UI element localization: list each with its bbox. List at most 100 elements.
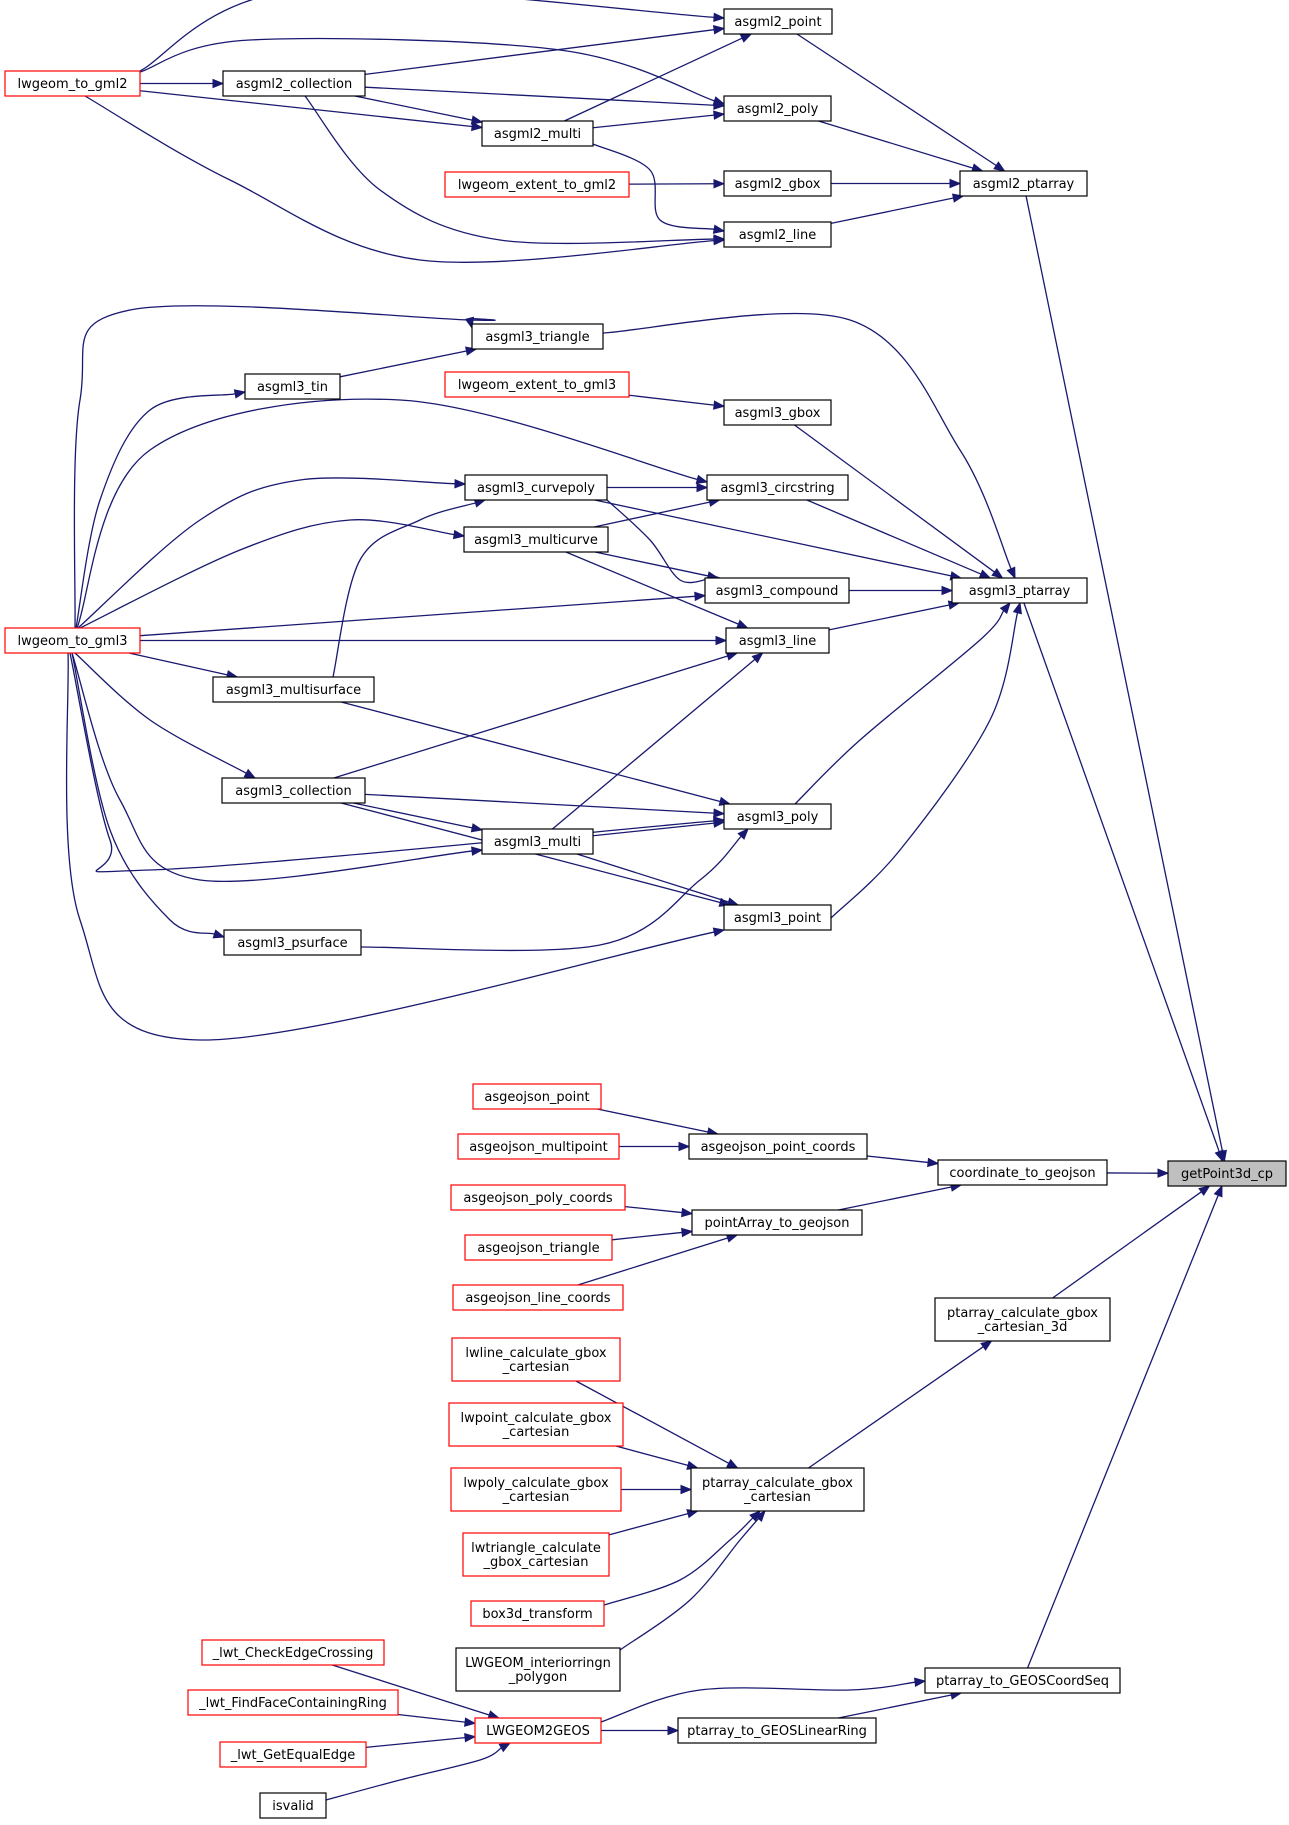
node-asgml2_gbox[interactable]: asgml2_gbox [723, 170, 832, 197]
node-asgml3_psurface[interactable]: asgml3_psurface [223, 929, 362, 956]
node-label: asgml2_gbox [735, 177, 821, 192]
arrowhead-icon [681, 1207, 694, 1218]
node-asgml3_line[interactable]: asgml3_line [725, 627, 830, 654]
node-LWGEOM_interiorringn_polygon[interactable]: LWGEOM_interiorringn_polygon [455, 1647, 621, 1692]
node-asgml3_collection[interactable]: asgml3_collection [221, 777, 366, 804]
node-asgml3_compound[interactable]: asgml3_compound [704, 577, 850, 604]
node-lwline_calculate_gbox_cartesian[interactable]: lwline_calculate_gbox_cartesian [451, 1337, 621, 1382]
node-box [450, 1467, 622, 1512]
node-pointArray_to_geojson[interactable]: pointArray_to_geojson [691, 1209, 863, 1236]
node-box [201, 1639, 385, 1666]
node-ptarray_to_GEOSCoordSeq[interactable]: ptarray_to_GEOSCoordSeq [924, 1667, 1121, 1694]
edge-asgeojson_point-to-asgeojson_point_coords [597, 1108, 720, 1137]
node-coordinate_to_geojson[interactable]: coordinate_to_geojson [937, 1159, 1108, 1186]
node-asgeojson_poly_coords[interactable]: asgeojson_poly_coords [450, 1184, 626, 1211]
arrowhead-icon [949, 178, 962, 189]
node-box3d_transform[interactable]: box3d_transform [470, 1600, 605, 1627]
node-label: asgeojson_poly_coords [463, 1191, 612, 1206]
arrowhead-icon [243, 768, 257, 779]
node-box [723, 95, 832, 122]
arrowhead-icon [736, 619, 749, 629]
node-getPoint3d_cp[interactable]: getPoint3d_cp [1167, 1160, 1287, 1187]
node-ptarray_calculate_gbox_cartesian_3d[interactable]: ptarray_calculate_gbox_cartesian_3d [934, 1297, 1111, 1342]
node-asgml3_point[interactable]: asgml3_point [723, 904, 832, 931]
node-asgml2_line[interactable]: asgml2_line [723, 221, 832, 248]
node-asgml3_poly[interactable]: asgml3_poly [723, 803, 832, 830]
node-asgml2_multi[interactable]: asgml2_multi [481, 120, 594, 147]
node-_lwt_GetEqualEdge[interactable]: _lwt_GetEqualEdge [219, 1741, 367, 1768]
edge-lwgeom_to_gml2-to-asgml2_collection [140, 78, 225, 89]
edge-asgml2_collection-to-asgml2_line [304, 95, 726, 245]
node-asgml3_gbox[interactable]: asgml3_gbox [723, 399, 832, 426]
node-label: asgml2_poly [737, 102, 819, 117]
node-label: asgml3_gbox [735, 406, 821, 421]
node-box [444, 171, 630, 198]
edge-line [1023, 602, 1220, 1152]
node-ptarray_to_GEOSLinearRing[interactable]: ptarray_to_GEOSLinearRing [677, 1717, 877, 1744]
node-_lwt_CheckEdgeCrossing[interactable]: _lwt_CheckEdgeCrossing [201, 1639, 385, 1666]
node-lwgeom_to_gml3[interactable]: lwgeom_to_gml3 [4, 627, 141, 654]
node-asgml2_ptarray[interactable]: asgml2_ptarray [959, 170, 1088, 197]
node-asgml3_triangle[interactable]: asgml3_triangle [471, 323, 604, 350]
edge-line [794, 610, 1005, 805]
arrowhead-icon [695, 474, 709, 484]
arrowhead-icon [927, 1157, 940, 1168]
edge-LWGEOM_interiorringn_polygon-to-ptarray_calculate_gbox_cartesian [619, 1509, 766, 1651]
edge-asgml3_poly-to-asgml3_ptarray [794, 601, 1011, 805]
node-asgml3_multisurface[interactable]: asgml3_multisurface [212, 676, 375, 703]
node-box [4, 627, 141, 654]
node-asgml2_collection[interactable]: asgml2_collection [222, 70, 366, 97]
node-label: lwline_calculate_gbox [465, 1346, 607, 1361]
node-label: lwgeom_extent_to_gml3 [458, 378, 616, 393]
edge-asgeojson_point_coords-to-coordinate_to_geojson [866, 1155, 940, 1168]
node-LWGEOM2GEOS[interactable]: LWGEOM2GEOS [474, 1717, 602, 1744]
arrowhead-icon [694, 591, 707, 602]
node-ptarray_calculate_gbox_cartesian[interactable]: ptarray_calculate_gbox_cartesian [690, 1467, 865, 1512]
edge-asgml3_gbox-to-asgml3_ptarray [794, 424, 1004, 579]
node-lwgeom_extent_to_gml2[interactable]: lwgeom_extent_to_gml2 [444, 171, 630, 198]
node-_lwt_FindFaceContainingRing[interactable]: _lwt_FindFaceContainingRing [187, 1689, 399, 1716]
arrowhead-icon [914, 1677, 927, 1687]
node-lwpoly_calculate_gbox_cartesian[interactable]: lwpoly_calculate_gbox_cartesian [450, 1467, 622, 1512]
node-box [455, 1647, 621, 1692]
node-lwgeom_to_gml2[interactable]: lwgeom_to_gml2 [4, 70, 141, 97]
edge-line [602, 312, 1012, 570]
node-label: asgml3_psurface [237, 936, 347, 951]
edge-line [354, 95, 473, 121]
node-isvalid[interactable]: isvalid [259, 1792, 327, 1819]
node-asgml3_ptarray[interactable]: asgml3_ptarray [951, 577, 1088, 604]
edge-line [128, 652, 228, 676]
node-asgml2_poly[interactable]: asgml2_poly [723, 95, 832, 122]
arrowhead-icon [678, 1141, 691, 1152]
node-asgml2_point[interactable]: asgml2_point [723, 8, 833, 35]
edge-ptarray_calculate_gbox_cartesian_3d-to-getPoint3d_cp [1052, 1185, 1211, 1299]
node-asgeojson_point_coords[interactable]: asgeojson_point_coords [688, 1133, 868, 1160]
node-box [706, 474, 849, 501]
node-box [690, 1467, 865, 1512]
node-asgml3_circstring[interactable]: asgml3_circstring [706, 474, 849, 501]
node-asgeojson_multipoint[interactable]: asgeojson_multipoint [457, 1133, 620, 1160]
node-box [444, 371, 630, 398]
node-box [464, 1234, 613, 1261]
node-asgml3_multi[interactable]: asgml3_multi [481, 828, 594, 855]
edge-asgml2_collection-to-asgml2_point [364, 25, 726, 76]
node-asgml3_tin[interactable]: asgml3_tin [244, 373, 341, 400]
node-box [677, 1717, 877, 1744]
node-lwgeom_extent_to_gml3[interactable]: lwgeom_extent_to_gml3 [444, 371, 630, 398]
node-box [457, 1133, 620, 1160]
node-box [462, 1532, 610, 1577]
edge-_lwt_FindFaceContainingRing-to-LWGEOM2GEOS [397, 1713, 477, 1727]
node-lwtriangle_calculate_gbox_cartesian[interactable]: lwtriangle_calculate_gbox_cartesian [462, 1532, 610, 1577]
edge-line [353, 802, 473, 829]
node-asgeojson_line_coords[interactable]: asgeojson_line_coords [452, 1284, 624, 1311]
node-asgml3_curvepoly[interactable]: asgml3_curvepoly [464, 474, 608, 501]
node-label: lwgeom_to_gml3 [18, 634, 128, 649]
node-asgeojson_triangle[interactable]: asgeojson_triangle [464, 1234, 613, 1261]
node-label: lwgeom_to_gml2 [18, 77, 128, 92]
node-lwpoint_calculate_gbox_cartesian[interactable]: lwpoint_calculate_gbox_cartesian [448, 1402, 624, 1447]
edge-lwgeom_to_gml3-to-asgml3_multisurface [128, 652, 239, 680]
node-asgml3_multicurve[interactable]: asgml3_multicurve [463, 526, 609, 553]
node-asgeojson_point[interactable]: asgeojson_point [472, 1083, 602, 1110]
edge-line [364, 86, 715, 106]
